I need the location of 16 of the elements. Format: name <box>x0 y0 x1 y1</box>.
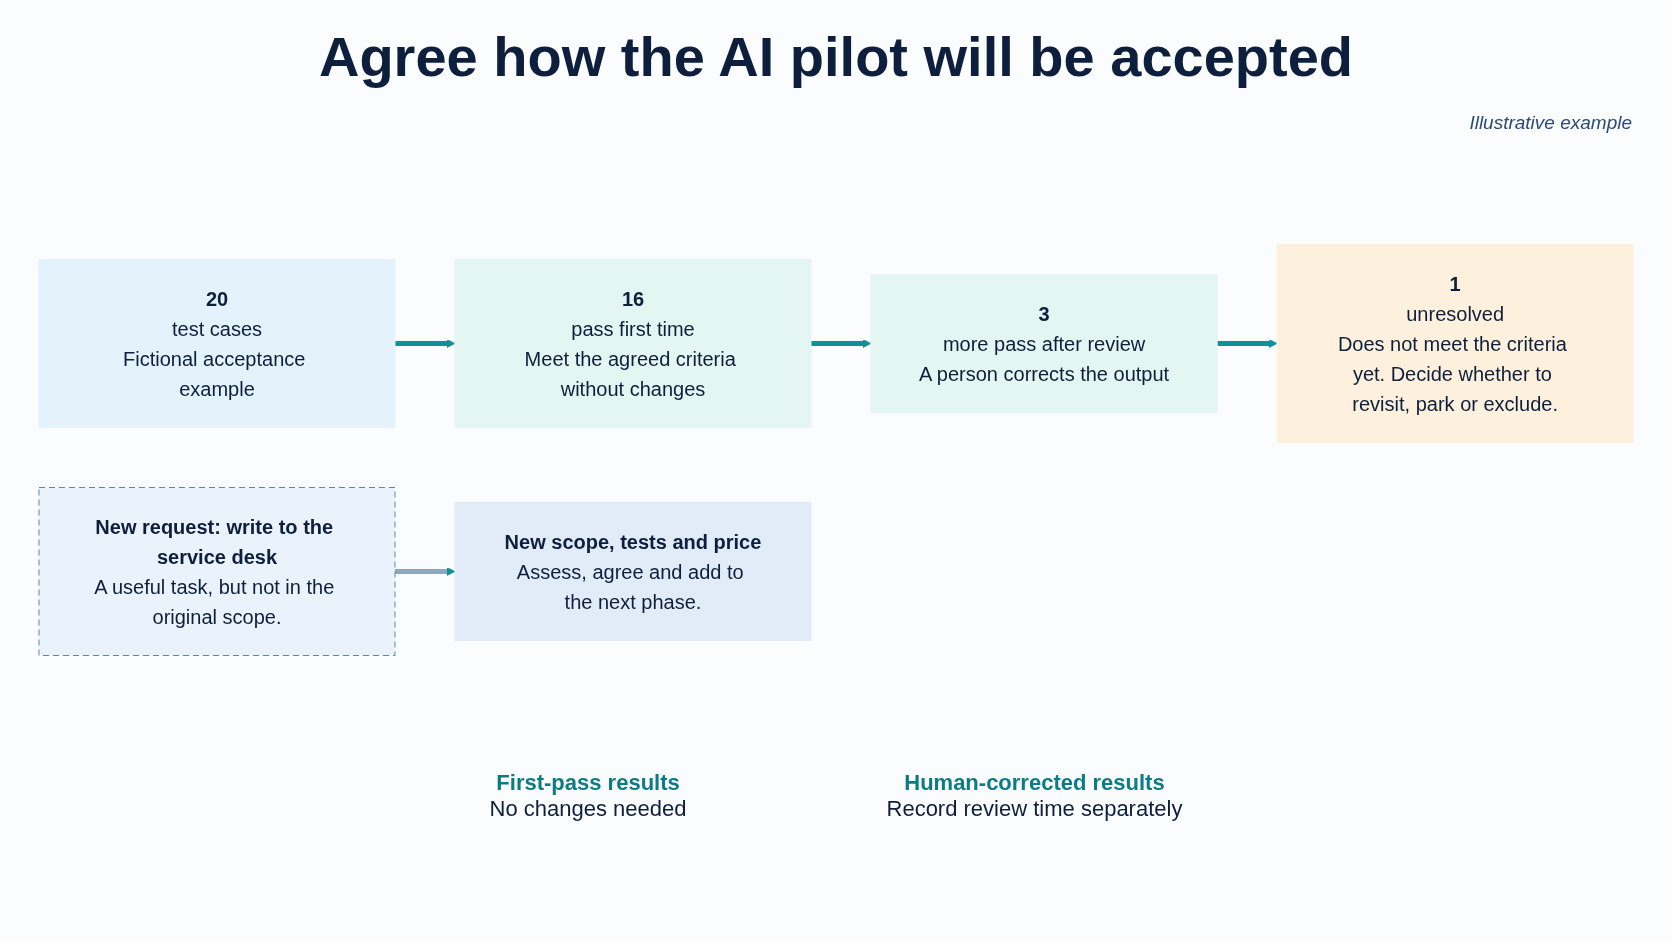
caption-note: Illustrative example <box>1469 112 1632 134</box>
arrow <box>810 339 872 348</box>
bracket-note: Record review time separately <box>886 796 1183 822</box>
arrow <box>394 339 456 348</box>
node-box: 16 pass first time Meet the agreed criteria without changes <box>454 259 812 428</box>
bracket-note: No changes needed <box>489 796 687 822</box>
node-box: 3 more pass after review A person corrects the output <box>870 274 1218 413</box>
node-box: New request: write to the service desk A useful task, but not in the original scope. <box>38 487 396 656</box>
title: Agree how the AI pilot will be accepted <box>317 24 1355 89</box>
arrow <box>1217 339 1278 348</box>
bracket-heading: Human-corrected results <box>903 770 1166 796</box>
node-box: 1 unresolved Does not meet the criteria yet. Decide whether to revisit, park or exclude. <box>1276 244 1634 443</box>
bracket-heading: First-pass results <box>495 770 681 796</box>
arrow <box>394 567 456 576</box>
node-box: 20 test cases Fictional acceptance example <box>38 259 396 428</box>
node-box: New scope, tests and price Assess, agree and add to the next phase. <box>454 502 812 641</box>
